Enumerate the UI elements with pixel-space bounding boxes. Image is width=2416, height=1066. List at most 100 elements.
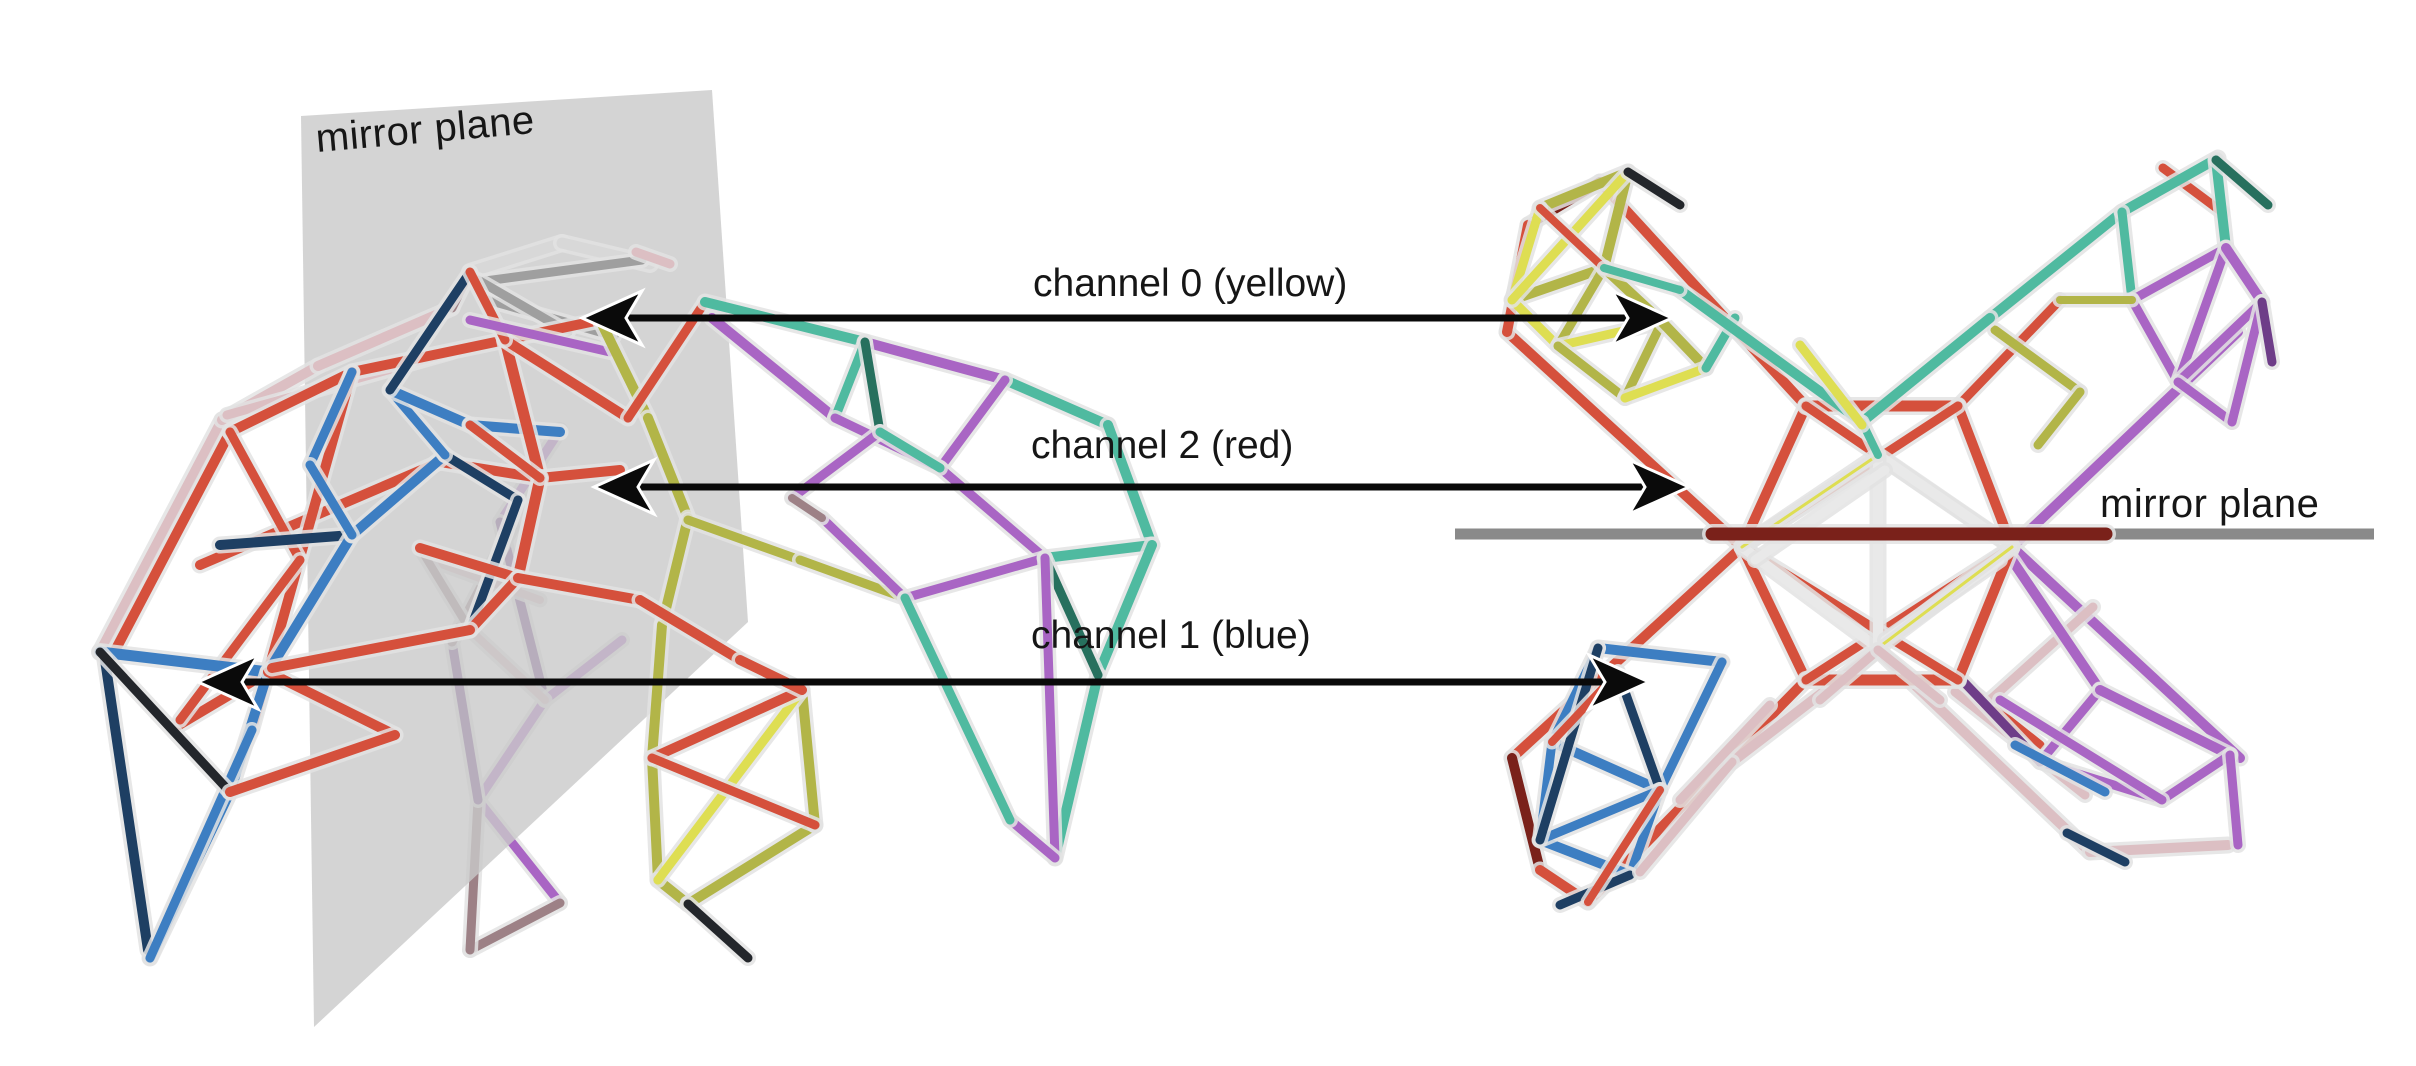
tube-segment-navy <box>385 267 475 395</box>
tube-segment-purple <box>817 513 910 603</box>
tube-segment-navy <box>440 450 523 505</box>
tube-segment-teal <box>900 593 1015 825</box>
tube-segment-purple <box>1040 553 1060 863</box>
tube-segment-red <box>1584 786 1664 906</box>
tube-segment-silver <box>464 237 568 278</box>
tube-segment-red <box>512 472 546 584</box>
tube-segment-olive <box>647 620 667 763</box>
tube-segment-olive <box>683 820 820 909</box>
tube-segment-red <box>1953 401 2017 552</box>
tube-segment-dteal <box>860 337 885 437</box>
tube-segment-purple <box>2227 297 2267 427</box>
channel-0-arrow: channel 0 (yellow) <box>578 262 1676 349</box>
tube-segment-olive <box>2033 387 2085 450</box>
channel-0-arrowhead-left <box>578 287 646 349</box>
tube-segment-teal <box>1675 285 1867 427</box>
tube-segment-gray <box>473 255 647 287</box>
tube-segment-teal <box>1600 264 1684 294</box>
channel-0-label: channel 0 (yellow) <box>1033 262 1347 305</box>
tube-segment-mauve <box>788 494 826 522</box>
tube-segment-olive <box>1990 325 2085 397</box>
tube-segment-purple <box>2173 243 2231 387</box>
tube-segment-dark <box>95 647 235 797</box>
tube-segment-red <box>513 573 645 605</box>
tube-segment-blue <box>1593 643 1727 667</box>
tube-segment-red <box>225 367 357 437</box>
tube-segment-red <box>1595 177 1811 411</box>
tube-segment-olive <box>1553 263 1609 351</box>
tube-segment-blue <box>305 367 357 470</box>
tube-segment-purple <box>935 375 1010 473</box>
tube-segment-white <box>1750 465 1890 565</box>
tube-segment-teal <box>2211 155 2231 253</box>
tube-segment-blue <box>385 385 475 430</box>
channel-2-arrowhead-left <box>590 456 658 518</box>
tube-segment-purple <box>2225 750 2243 850</box>
tube-segment-red <box>415 543 523 583</box>
tube-segment-teal <box>2117 207 2137 305</box>
channel-1-arrowhead-right <box>1585 651 1653 713</box>
tube-segment-red <box>347 335 510 377</box>
tube-segment-purple <box>2173 297 2267 387</box>
tube-segment-olive <box>643 413 693 523</box>
tube-segment-teal <box>1040 540 1157 563</box>
tube-segment-purple <box>1005 815 1060 863</box>
tube-segment-purple <box>1995 695 2167 805</box>
tube-segment-red <box>635 595 745 665</box>
tube-segment-yellow <box>1620 363 1711 403</box>
tube-segment-teal <box>875 427 945 473</box>
tube-segment-purple <box>900 553 1050 603</box>
tube-segment-teal <box>1093 540 1157 680</box>
tube-segment-blue <box>145 725 257 963</box>
channel-1-label: channel 1 (blue) <box>1031 614 1311 657</box>
tube-segment-blue <box>1655 657 1727 795</box>
tube-segment-blue <box>465 420 565 437</box>
tube-segment-pink <box>1985 602 2098 705</box>
tube-segment-blue <box>1535 785 1665 845</box>
tube-segment-red <box>103 427 235 669</box>
tube-segment-teal <box>1857 313 1995 427</box>
tube-segment-navy <box>2062 828 2130 867</box>
tube-segment-dark <box>683 899 753 963</box>
tube-segment-purple <box>935 463 1050 563</box>
tube-segment-yellow <box>1876 545 2014 650</box>
tube-segment-purple <box>2157 750 2235 805</box>
tube-segment-purple <box>2127 243 2231 305</box>
tube-segment-teal <box>1050 670 1103 863</box>
tube-segment-red <box>500 335 633 423</box>
tube-segment-red <box>267 625 475 673</box>
tube-segment-olive <box>1657 317 1711 373</box>
right-structure <box>1498 149 2280 913</box>
tube-segment-olive <box>797 685 820 830</box>
tube-segment-yellow <box>1795 340 1867 430</box>
tube-segment-red <box>1953 542 2017 685</box>
tube-segment-teal <box>2117 153 2223 217</box>
tube-segment-purple <box>465 315 615 357</box>
tube-segment-red <box>225 730 400 797</box>
tube-segment-yellow <box>1507 295 1563 351</box>
tube-segment-olive <box>683 515 805 565</box>
tube-segment-purple <box>2007 555 2105 695</box>
tube-segment-blue <box>2010 740 2110 797</box>
tube-segment-teal <box>1985 207 2127 323</box>
mirror-plane-label-right: mirror plane <box>2100 482 2319 526</box>
tube-segment-red <box>465 420 545 483</box>
tube-segment-pink <box>95 415 227 657</box>
tube-segment-red <box>465 573 523 635</box>
tube-segment-purple <box>2035 685 2105 767</box>
tube-segment-pink <box>1635 757 1737 877</box>
tube-segment-navy <box>215 530 357 550</box>
tube-segment-red <box>1737 542 1811 685</box>
tube-segment-dteal <box>1040 553 1103 680</box>
tube-segment-red <box>647 685 807 763</box>
channel-annotations: channel 0 (yellow) channel 2 (red) chann… <box>194 262 1693 713</box>
tube-segment-navy <box>100 655 153 955</box>
tube-segment-red <box>499 334 546 484</box>
channel-2-arrow: channel 2 (red) <box>590 424 1693 518</box>
tube-segment-blue <box>305 460 357 540</box>
tube-segment-dark <box>1623 167 1685 210</box>
tube-segment-purple <box>860 337 1010 385</box>
left-structure <box>91 234 1161 967</box>
